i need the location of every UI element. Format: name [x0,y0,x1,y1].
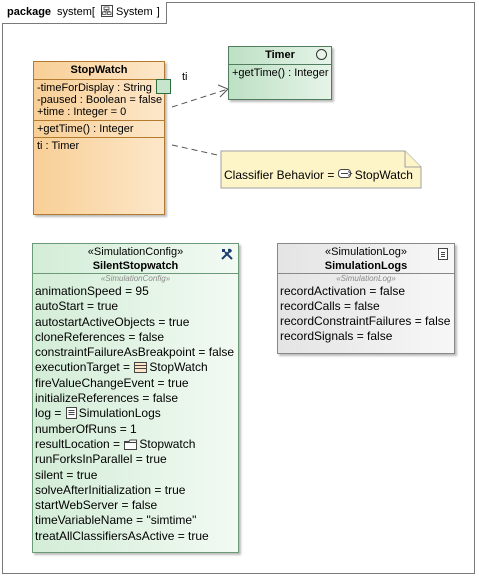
log-icon [65,407,77,420]
simulation-log-box[interactable]: «SimulationLog» SimulationLogs «Simulati… [277,243,455,354]
dependency-line [171,88,229,108]
port-square[interactable] [156,79,171,94]
sim-config-properties: animationSpeed = 95 autoStart = true aut… [33,284,238,544]
package-keyword: package [7,6,52,18]
sim-log-header: «SimulationLog» SimulationLogs [278,244,454,274]
package-frame [2,2,475,574]
attribute-row: -timeForDisplay : String [37,82,152,94]
note-prefix: Classifier Behavior = [224,168,338,182]
attribute-row: -paused : Boolean = false [37,94,163,106]
property-row: treatAllClassifiersAsActive = true [35,528,209,543]
timer-class[interactable]: Timer +getTime() : Integer [228,46,332,100]
log-document-icon [438,248,448,260]
package-name: system [57,6,92,18]
property-row: recordConstraintFailures = false [280,314,451,328]
package-tab[interactable]: package system[ System] [2,2,167,24]
property-key: executionTarget = [35,360,134,375]
property-row: resultLocation = Stopwatch [35,437,238,452]
property-row: constraintFailureAsBreakpoint = false [35,345,235,360]
stopwatch-operations: +getTime() : Integer [34,121,164,138]
sim-config-header: «SimulationConfig» SilentStopwatch [33,244,238,274]
property-row: initializeReferences = false [35,391,179,406]
property-row: log = SimulationLogs [35,406,238,421]
bracket-close: ] [156,6,160,18]
classifier-behavior-note[interactable]: Classifier Behavior = StopWatch [224,168,413,182]
property-row: fireValueChangeEvent = true [35,375,189,390]
note-value: StopWatch [354,168,413,182]
operation-row: +getTime() : Integer [37,123,134,135]
property-row: timeVariableName = "simtime" [35,513,197,528]
property-ref[interactable]: SimulationLogs [78,406,161,421]
simulation-config-box[interactable]: «SimulationConfig» SilentStopwatch «Simu… [32,243,239,553]
sim-config-stereotype: «SimulationConfig» [87,246,184,258]
diagram-name: System [116,6,153,18]
stopwatch-title: StopWatch [34,62,164,80]
timer-operations: +getTime() : Integer [229,65,331,81]
property-key: resultLocation = [35,436,124,451]
property-row: cloneReferences = false [35,329,165,344]
note-shape [220,150,422,189]
bracket-open: [ [91,6,95,18]
diagram-icon [101,5,113,17]
property-row: recordActivation = false [280,284,406,298]
property-ref[interactable]: StopWatch [149,360,208,375]
sim-config-substereotype: «SimulationConfig» [100,274,171,283]
property-row: autoStart = true [35,299,119,314]
attribute-row: +time : Integer = 0 [37,106,127,118]
stopwatch-parts: ti : Timer [34,138,164,154]
property-row: numberOfRuns = 1 [35,421,137,436]
property-row: autostartActiveObjects = true [35,314,190,329]
note-fold [404,151,421,168]
sim-log-properties: recordActivation = false recordCalls = f… [278,284,454,344]
property-row: runForksInParallel = true [35,452,167,467]
sim-log-substereotype: «SimulationLog» [336,274,396,283]
property-row: startWebServer = false [35,498,158,513]
sim-config-name: SilentStopwatch [92,260,179,272]
sim-log-name: SimulationLogs [324,260,408,272]
stopwatch-attributes: -timeForDisplay : String -paused : Boole… [34,80,164,121]
state-machine-icon [337,169,353,178]
sim-log-stereotype: «SimulationLog» [325,246,407,258]
note-anchor-line [171,144,223,157]
property-row: recordCalls = false [280,299,380,313]
folder-icon [124,439,138,450]
tools-icon [221,248,233,260]
operation-row: +getTime() : Integer [232,67,329,79]
active-class-icon [316,49,327,60]
port-label: ti [182,71,188,83]
property-row: recordSignals = false [280,329,393,343]
property-row: silent = true [35,467,98,482]
part-row: ti : Timer [37,140,80,152]
timer-title: Timer [229,47,331,65]
property-row: executionTarget = StopWatch [35,360,238,375]
class-icon [134,362,148,374]
property-row: animationSpeed = 95 [35,284,149,298]
property-key: log = [35,406,65,421]
property-row: solveAfterInitialization = true [35,482,186,497]
stopwatch-class[interactable]: StopWatch -timeForDisplay : String -paus… [33,61,165,215]
property-ref[interactable]: Stopwatch [139,436,196,451]
